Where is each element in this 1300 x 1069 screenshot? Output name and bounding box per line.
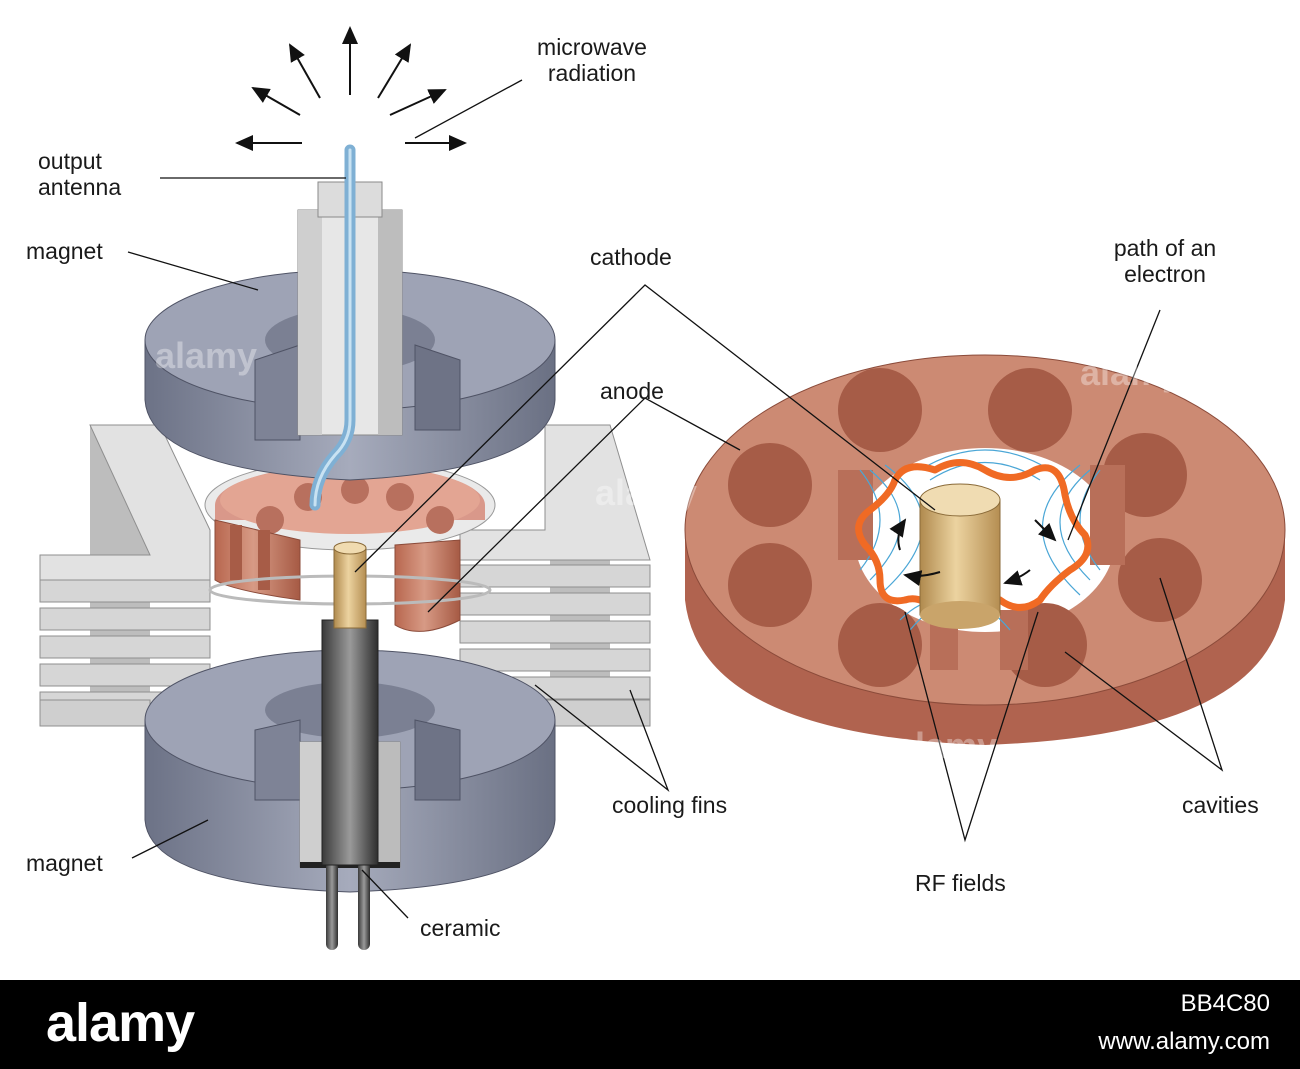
watermark-1: alamy: [155, 335, 257, 376]
cathode-rod-right: [358, 860, 370, 950]
cathode-right: [919, 483, 1001, 629]
label-anode: anode: [600, 378, 664, 404]
alamy-logo: alamy: [46, 993, 195, 1053]
microwave-radiation-arrows: [235, 26, 467, 151]
watermark-4: alamy: [1080, 352, 1182, 393]
cathode-rod-left: [326, 860, 338, 950]
stock-footer-bar: alamy BB4C80 www.alamy.com: [0, 980, 1300, 1069]
label-cavities: cavities: [1182, 792, 1259, 818]
label-output-antenna: output antenna: [38, 148, 122, 200]
label-magnet-bottom: magnet: [26, 850, 103, 876]
label-rf-fields: RF fields: [915, 870, 1006, 896]
label-path-of-electron: path of an electron: [1113, 235, 1217, 287]
label-cathode: cathode: [590, 244, 672, 270]
cooling-fins-left: [39, 424, 211, 727]
leader-lines: [127, 79, 1224, 919]
anode-block-right: [684, 354, 1286, 745]
label-ceramic: ceramic: [420, 915, 501, 941]
label-magnet-top: magnet: [26, 238, 103, 264]
label-cooling-fins: cooling fins: [612, 792, 728, 818]
magnetron-diagram: alamy alamy alamy alamy: [39, 26, 1286, 950]
cathode-sleeve: [321, 619, 379, 866]
label-microwave-radiation: microwave radiation: [537, 34, 647, 86]
site-url: www.alamy.com: [1098, 1028, 1270, 1055]
watermark-3: alamy: [895, 725, 997, 766]
cathode-left: [333, 547, 367, 629]
image-id: BB4C80: [1180, 990, 1270, 1017]
electron-direction-arrows: [889, 518, 1057, 586]
anode-cutaway: [204, 459, 496, 632]
watermark-2: alamy: [595, 472, 697, 513]
